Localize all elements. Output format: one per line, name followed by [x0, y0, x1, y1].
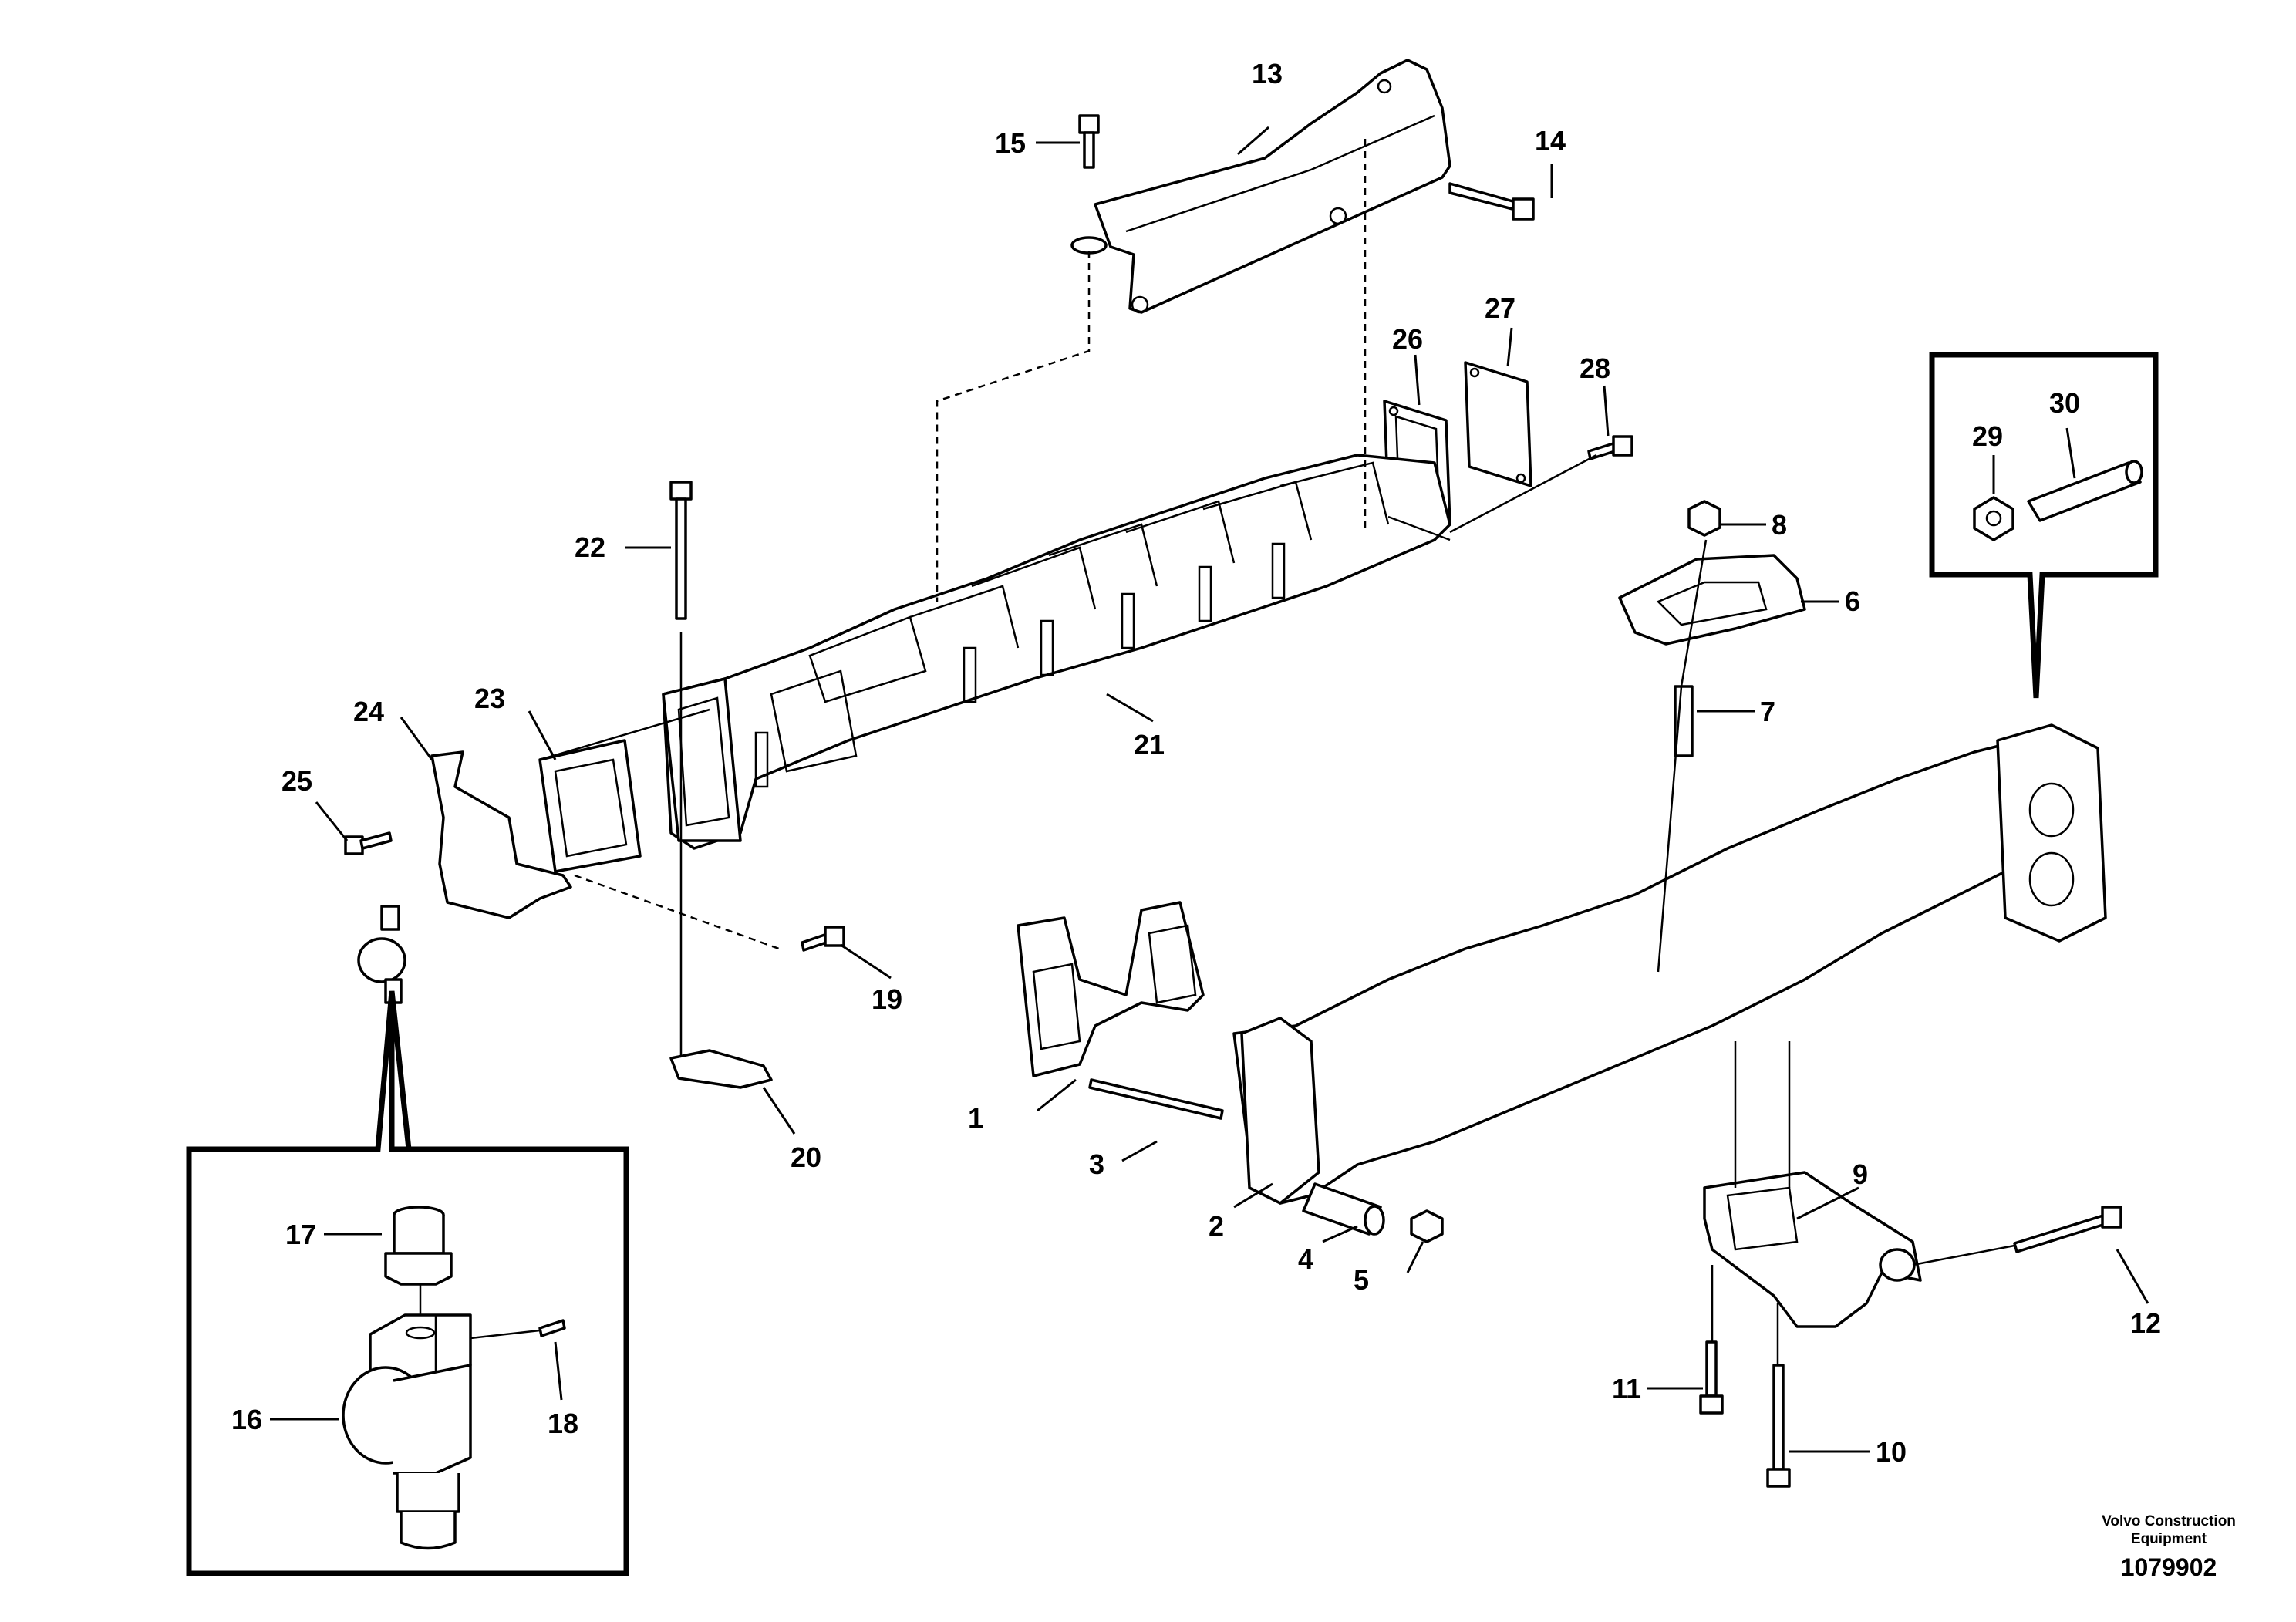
intake-manifold [662, 454, 1451, 850]
gasket-6 [1618, 554, 1806, 646]
bracket-9 [1703, 1171, 1922, 1328]
sleeve-30 [2027, 460, 2143, 522]
sensor-housing-16 [342, 1313, 472, 1550]
callout-13: 13 [1252, 58, 1283, 89]
callout-7: 7 [1760, 696, 1775, 727]
callout-17: 17 [285, 1219, 316, 1250]
bolt-25 [344, 831, 393, 855]
callout-1: 1 [968, 1102, 983, 1134]
heat-shield [1094, 59, 1451, 314]
bolt-11 [1699, 1340, 1724, 1415]
callout-30: 30 [2049, 387, 2080, 419]
callout-2: 2 [1209, 1210, 1224, 1242]
callout-18: 18 [548, 1408, 578, 1439]
spacer-4 [1302, 1182, 1385, 1236]
callout-21: 21 [1134, 729, 1165, 760]
callout-28: 28 [1580, 352, 1610, 384]
bracket-24 [430, 750, 572, 919]
callout-10: 10 [1876, 1436, 1907, 1468]
stud-22 [669, 481, 693, 620]
callout-26: 26 [1392, 323, 1423, 355]
callout-20: 20 [791, 1141, 821, 1173]
exhaust-manifold [1232, 723, 2107, 1205]
callout-29: 29 [1972, 420, 2003, 452]
callout-24: 24 [353, 696, 384, 727]
credit-line-1: Volvo Construction [2102, 1513, 2236, 1529]
callout-15: 15 [995, 127, 1026, 159]
bolt-14 [1448, 182, 1535, 221]
callout-11: 11 [1612, 1373, 1641, 1404]
callout-4: 4 [1298, 1243, 1313, 1275]
sensor-small [357, 905, 406, 1004]
callout-8: 8 [1772, 509, 1787, 541]
callout-9: 9 [1853, 1158, 1868, 1190]
callout-25: 25 [282, 765, 312, 797]
callout-19: 19 [872, 983, 902, 1015]
callout-23: 23 [474, 683, 505, 714]
nut-29 [1973, 496, 2014, 541]
gasket-23 [538, 739, 642, 873]
callout-14: 14 [1535, 125, 1566, 157]
callout-6: 6 [1845, 585, 1860, 617]
nut-5 [1410, 1209, 1444, 1243]
callout-3: 3 [1089, 1148, 1104, 1180]
callout-27: 27 [1485, 292, 1515, 324]
document-number: 1079902 [2121, 1553, 2217, 1581]
bolt-19 [801, 926, 845, 952]
callout-12: 12 [2130, 1307, 2161, 1339]
credit-line-2: Equipment [2131, 1531, 2207, 1547]
callout-16: 16 [231, 1404, 262, 1435]
stud-3 [1088, 1078, 1224, 1120]
fitting-17 [384, 1206, 453, 1286]
callout-22: 22 [575, 531, 605, 563]
callout-5: 5 [1354, 1264, 1369, 1296]
cover-27 [1464, 361, 1532, 487]
bolt-12 [2013, 1206, 2122, 1253]
bolt-15 [1070, 114, 1108, 255]
pin-18 [538, 1319, 566, 1337]
bolt-10 [1766, 1364, 1791, 1488]
gasket-20 [669, 1049, 773, 1089]
nut-8 [1687, 500, 1721, 537]
exhaust-gasket-1 [1017, 901, 1205, 1077]
